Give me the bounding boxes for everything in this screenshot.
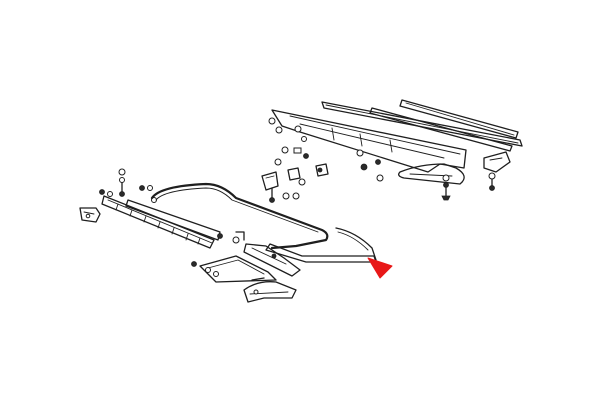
front-side-rail — [79, 195, 221, 249]
rear-rail-assembly — [271, 99, 523, 185]
red-triangle-pointer-icon — [367, 257, 393, 279]
rear-fasteners — [268, 117, 496, 201]
front-fasteners — [99, 168, 157, 203]
lower-seal-parts — [191, 231, 301, 303]
center-hinge-cluster — [261, 158, 329, 203]
frame-seal-loop — [150, 182, 377, 263]
